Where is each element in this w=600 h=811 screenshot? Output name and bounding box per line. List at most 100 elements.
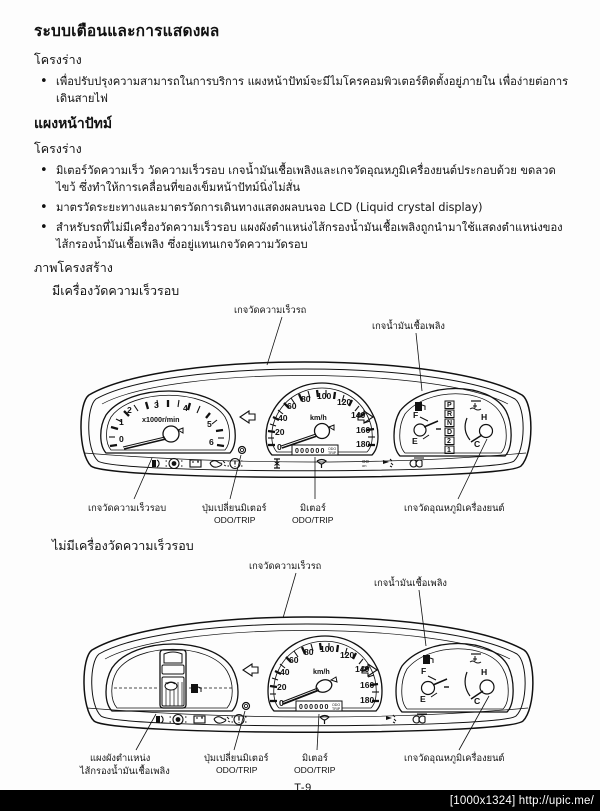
tach-tick-3: 3 bbox=[154, 400, 159, 410]
callout-trip-button-label: ปุ่มเปลี่ยนมิเตอร์ bbox=[202, 501, 267, 514]
turn-signal-left-icon bbox=[242, 663, 259, 678]
speedo2-tick-180: 180 bbox=[360, 695, 375, 705]
odometer-display: 000000 ODO TRIP bbox=[295, 700, 343, 712]
fuel-pump-icon bbox=[415, 402, 426, 412]
fuel-gauge-low-label: E bbox=[412, 436, 418, 446]
callout2-temp-gauge-label: เกจวัดอุณหภูมิเครื่องยนต์ bbox=[404, 751, 504, 764]
speedo2-tick-120: 120 bbox=[340, 650, 355, 660]
callout-temp-gauge-label: เกจวัดอุณหภูมิเครื่องยนต์ bbox=[404, 501, 504, 514]
tach-tick-5: 5 bbox=[207, 419, 212, 429]
gear-1: 1 bbox=[447, 447, 451, 454]
temp2-needle-hub bbox=[479, 679, 495, 695]
speedo2-unit-label: km/h bbox=[313, 667, 330, 676]
list-item: สำหรับรถที่ไม่มีเครื่องวัดความเร็วรอบ แผ… bbox=[34, 218, 572, 253]
speedo2-tick-20: 20 bbox=[277, 682, 287, 692]
speedometer-gauge: 0 20 40 60 80 100 120 140 160 180 km/h 0… bbox=[267, 635, 383, 712]
battery-icon bbox=[189, 459, 202, 468]
fuel-gauge-high-label: F bbox=[413, 410, 418, 420]
tachometer-gauge: 0 1 2 3 4 5 6 x1000r/min bbox=[100, 390, 236, 454]
speedo2-tick-0: 0 bbox=[279, 698, 284, 708]
callout2-odometer-sub: ODO/TRIP bbox=[294, 765, 336, 775]
brake-icon bbox=[231, 714, 247, 726]
turn-signal-right-icon bbox=[361, 663, 378, 678]
tach-tick-6: 6 bbox=[209, 437, 214, 447]
section-2-heading: แผงหน้าปัทม์ bbox=[34, 116, 113, 133]
gear-indicator-column: P R N D 2 1 bbox=[444, 400, 455, 455]
instrument-cluster-with-tachometer: เกจวัดความเร็วรถ เกจน้ำมันเชื้อเพลิง bbox=[80, 303, 532, 525]
callout2-fuel-filter-label-2: ไส้กรองน้ำมันเชื้อเพลิง bbox=[79, 764, 170, 777]
fuel-temp-gauge-group: F E P R N D 2 1 H C bbox=[393, 387, 512, 457]
high-beam-icon bbox=[409, 457, 424, 468]
fuel2-gauge-low-label: E bbox=[420, 694, 426, 704]
temp2-gauge-low-label: C bbox=[474, 696, 480, 706]
coolant-temp-icon bbox=[469, 400, 482, 411]
svg-text:on: on bbox=[362, 463, 366, 468]
speedo-tick-0: 0 bbox=[277, 442, 282, 452]
speedo-tick-40: 40 bbox=[278, 413, 288, 423]
fuel2-needle bbox=[432, 678, 448, 686]
tach-tick-0: 0 bbox=[119, 434, 124, 444]
gear-2: 2 bbox=[447, 438, 451, 445]
headlight-icon bbox=[152, 459, 160, 468]
rear-fog-icon bbox=[383, 458, 394, 468]
speedo2-tick-60: 60 bbox=[289, 655, 299, 665]
tach-needle-hub bbox=[162, 425, 180, 443]
battery-icon bbox=[193, 715, 206, 724]
speedo2-tick-40: 40 bbox=[280, 667, 290, 677]
speedo-tick-20: 20 bbox=[275, 427, 285, 437]
fuel2-needle-hub bbox=[420, 681, 436, 696]
speedo-needle-hub bbox=[313, 422, 331, 440]
gear-d: D bbox=[447, 429, 452, 436]
high-beam-icon bbox=[412, 713, 427, 724]
list-item: มิเตอร์วัดความเร็ว วัดความเร็วรอบ เกจน้ำ… bbox=[34, 161, 572, 196]
odo-trip-reset-button[interactable] bbox=[237, 446, 247, 455]
fuel-needle bbox=[423, 420, 439, 428]
svg-text:OO: OO bbox=[362, 459, 370, 464]
speedo-tick-80: 80 bbox=[301, 394, 311, 404]
manual-page: ระบบเตือนและการแสดงผล โครงร่าง เพื่อปรับ… bbox=[0, 0, 600, 790]
callout2-fuel-gauge-label: เกจน้ำมันเชื้อเพลิง bbox=[374, 576, 447, 589]
speedo2-tick-160: 160 bbox=[360, 680, 375, 690]
speedo-tick-160: 160 bbox=[356, 425, 371, 435]
rear-fog-icon bbox=[386, 714, 397, 724]
watermark-text: [1000x1324] http://upic.me/ bbox=[449, 794, 594, 807]
gear-r: R bbox=[447, 411, 452, 418]
speedo-tick-120: 120 bbox=[337, 397, 352, 407]
page-title: ระบบเตือนและการแสดงผล bbox=[34, 22, 220, 40]
list-item: เพื่อปรับปรุงความสามารถในการบริการ แผงหน… bbox=[34, 72, 572, 107]
tach-needle bbox=[123, 438, 167, 450]
callout-trip-button-sub: ODO/TRIP bbox=[214, 515, 256, 525]
brake-icon bbox=[227, 458, 243, 470]
seatbelt-icon bbox=[274, 458, 280, 469]
callout2-odometer-label: มิเตอร์ bbox=[302, 752, 328, 764]
figure-1-caption: มีเครื่องวัดความเร็วรอบ bbox=[52, 283, 180, 299]
figures-heading: ภาพโครงสร้าง bbox=[34, 260, 113, 276]
list-item: มาตรวัดระยะทางและมาตรวัดการเดินทางแสดงผล… bbox=[34, 198, 572, 218]
gear-n: N bbox=[447, 420, 452, 427]
abs-icon bbox=[165, 458, 183, 470]
callout2-trip-button-label: ปุ่มเปลี่ยนมิเตอร์ bbox=[204, 751, 269, 764]
temp-needle-hub bbox=[478, 424, 494, 439]
warning-light-row bbox=[156, 713, 427, 726]
fuel2-gauge-high-label: F bbox=[421, 666, 426, 676]
callout-fuel-gauge-label: เกจน้ำมันเชื้อเพลิง bbox=[372, 319, 445, 332]
speedo2-tick-100: 100 bbox=[320, 644, 335, 654]
odometer2-value: 000000 bbox=[299, 704, 330, 711]
fuel-temp-gauge-group: F E H C bbox=[395, 642, 514, 713]
temp2-needle bbox=[470, 690, 484, 700]
fuel-needle-hub bbox=[413, 423, 427, 437]
oil-pressure-icon bbox=[209, 460, 227, 468]
section-2-subheading: โครงร่าง bbox=[34, 141, 82, 157]
odometer-display: 000000 ODO TRIP bbox=[291, 444, 339, 456]
washer-fluid-icon bbox=[316, 459, 327, 469]
callout-speedometer-label: เกจวัดความเร็วรถ bbox=[234, 303, 306, 316]
headlight-icon bbox=[156, 715, 164, 724]
tach-tick-4: 4 bbox=[183, 403, 188, 413]
odo-trip-reset-button[interactable] bbox=[241, 702, 251, 711]
odometer-mode-label: ODO bbox=[328, 447, 336, 451]
svg-text:TRIP: TRIP bbox=[332, 707, 341, 711]
gear-p: P bbox=[447, 402, 452, 409]
speedo2-tick-80: 80 bbox=[304, 647, 314, 657]
speedo-tick-180: 180 bbox=[356, 439, 371, 449]
callout-odometer-sub: ODO/TRIP bbox=[292, 515, 334, 525]
